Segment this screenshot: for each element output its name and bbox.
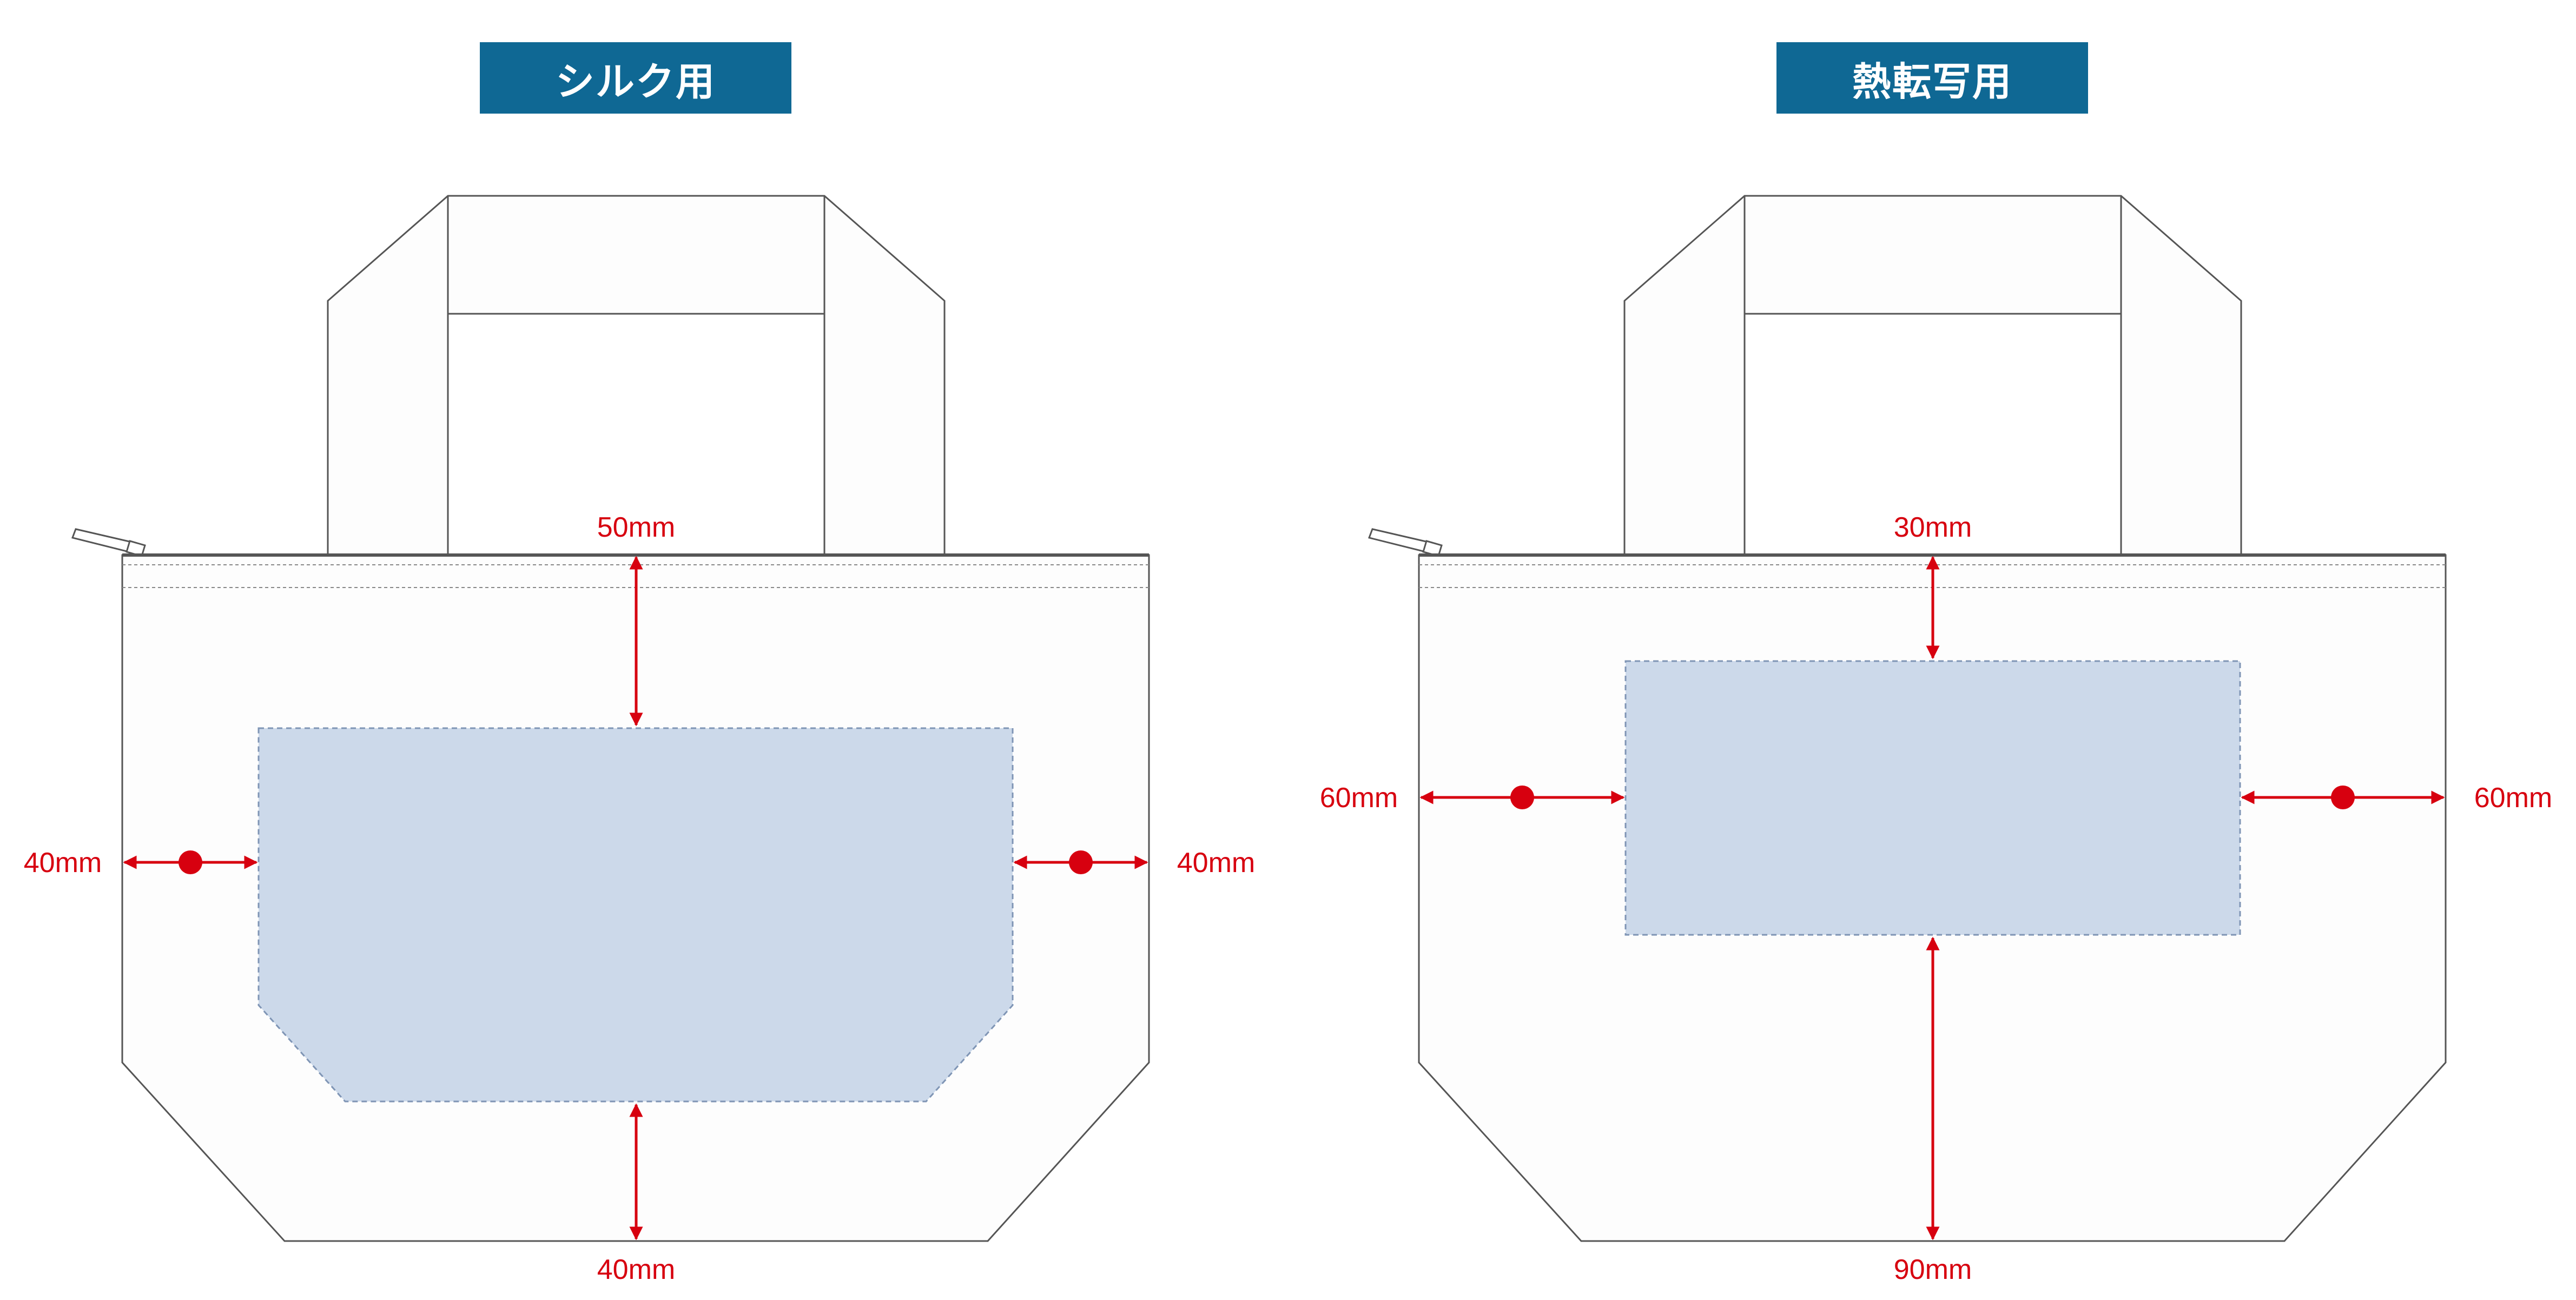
dim-dot-left [1510, 786, 1534, 809]
zipper-pull [1368, 528, 1443, 557]
zipper-pull [71, 528, 146, 557]
dim-label-bottom: 40mm [597, 1254, 675, 1285]
panel-title: シルク用 [555, 58, 716, 104]
dim-label-top: 30mm [1894, 512, 1972, 543]
bag-diagram: 50mm 40mm 40mm 40mm [24, 195, 1255, 1285]
panel-title-box: 熱転写用 [1776, 42, 2088, 114]
print-area [257, 727, 1014, 1103]
dim-dot-right [1069, 850, 1093, 874]
dim-label-right: 40mm [1177, 847, 1255, 879]
dim-dot-left [179, 850, 202, 874]
dim-label-right: 60mm [2474, 782, 2552, 814]
panel-title: 熱転写用 [1852, 58, 2012, 104]
heat-transfer-panel: 熱転写用 [1288, 0, 2576, 1300]
dim-dot-right [2331, 786, 2355, 809]
bag-handle [1623, 195, 2242, 556]
silk-panel: シルク用 [24, 42, 1255, 1285]
bag-diagram: 30mm 60mm 60mm 90mm [1320, 195, 2552, 1285]
dim-label-bottom: 90mm [1894, 1254, 1972, 1285]
bag-handle [327, 195, 946, 556]
dim-label-left: 40mm [24, 847, 102, 879]
dim-label-left: 60mm [1320, 782, 1398, 814]
print-area [1624, 660, 2241, 936]
dim-label-top: 50mm [597, 512, 675, 543]
panel-title-box: シルク用 [480, 42, 791, 114]
